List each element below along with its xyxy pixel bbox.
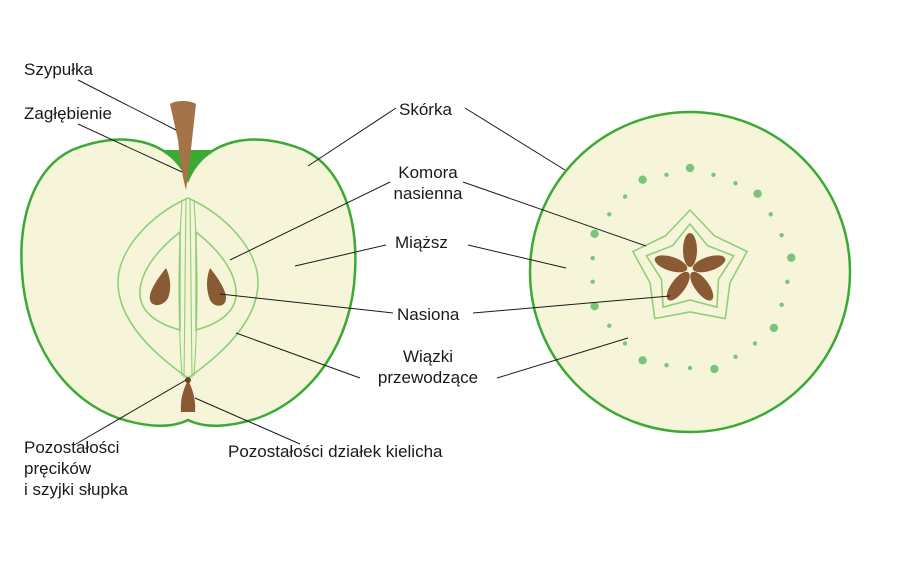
apple-stem [170, 101, 196, 190]
vascular-bundle-dot [590, 256, 595, 261]
vascular-bundle-dot [711, 172, 716, 177]
vascular-bundle-dot [769, 323, 779, 333]
vascular-bundle-dot [733, 354, 738, 359]
label-stalk: Szypułka [24, 60, 93, 79]
vascular-bundle-dot [622, 194, 628, 199]
vascular-bundle-dot [779, 302, 784, 307]
seed-right [207, 268, 226, 306]
vascular-bundle-dot [779, 233, 784, 238]
seed-chamber-inner [645, 222, 735, 309]
vascular-bundle-dot [664, 363, 669, 368]
seed-left [149, 268, 171, 306]
stamen-remnant [185, 377, 191, 383]
apple-skin-left [20, 138, 357, 428]
vascular-bundle-dot [733, 181, 738, 186]
label-sepal-remnants: Pozostałości działek kielicha [228, 442, 443, 461]
vascular-bundle-dot [752, 341, 758, 346]
vascular-bundle-dot [590, 279, 595, 284]
vascular-bundle-dot [638, 175, 647, 184]
vascular-bundle-dot [607, 323, 612, 328]
label-stamen-style-remnants: Pozostałości pręcików i szyjki słupka [24, 438, 128, 499]
seed [690, 271, 714, 301]
vascular-bundle-dot [768, 212, 773, 217]
apple-longitudinal-section [20, 101, 357, 428]
vascular-bundle-dot [664, 172, 669, 177]
vascular-bundle-dot [622, 341, 628, 346]
vascular-bundle-dot [753, 189, 762, 198]
apple-cross-section [528, 110, 852, 434]
label-seed-chamber: Komora nasienna [393, 163, 463, 203]
vascular-bundle-dot [638, 356, 647, 365]
core-strands [178, 197, 198, 379]
vascular-bundle-dot [685, 163, 695, 173]
vascular-bundle-dot [590, 229, 599, 238]
calyx-remnant [180, 380, 196, 412]
seed [654, 255, 688, 273]
vascular-bundle-dots [590, 163, 796, 374]
label-skin: Skórka [399, 100, 452, 119]
vascular-bundle-dot [607, 212, 612, 217]
label-vascular-bundles: Wiązki przewodzące [377, 347, 479, 387]
vascular-bundle-dot [590, 302, 599, 311]
seed [692, 255, 726, 273]
seeds-cross-section [654, 233, 726, 301]
leader-lines [75, 79, 671, 445]
vascular-bundle-dot [687, 365, 693, 371]
label-seeds: Nasiona [397, 305, 460, 324]
label-stalk-cavity: Zagłębienie [24, 104, 112, 123]
seed [683, 233, 697, 267]
seed [666, 271, 690, 301]
vascular-bundle-dot [710, 364, 719, 374]
vascular-bundle-dot [785, 279, 790, 284]
label-flesh: Miąższ [395, 233, 448, 252]
vascular-bundle-dot [787, 253, 796, 262]
